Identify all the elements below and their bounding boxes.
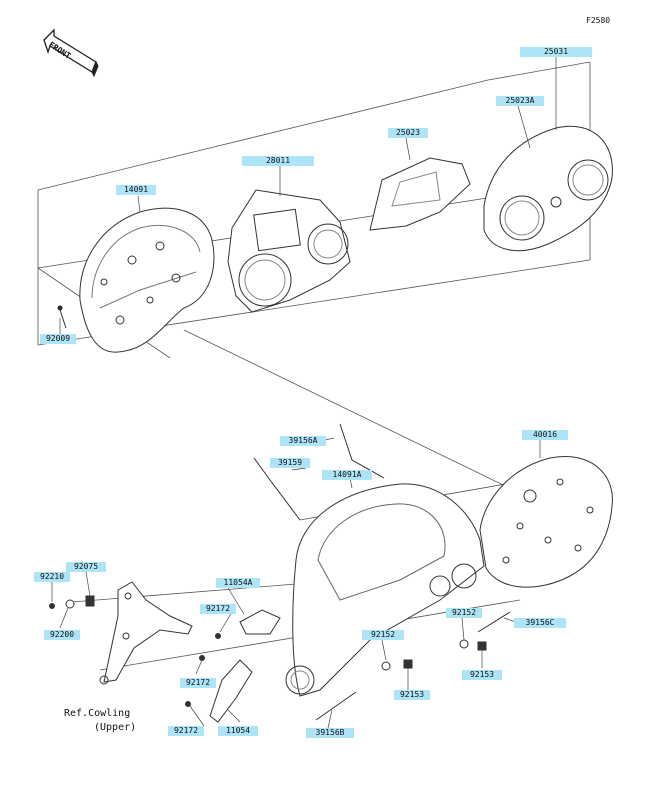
part-label-92009: 92009 [40, 334, 76, 344]
case-25023A [483, 125, 613, 252]
part-label-92153-left: 92153 [394, 690, 430, 700]
part-label-92152-right: 92152 [446, 608, 482, 618]
lens-25023 [369, 157, 471, 231]
bracket-left [99, 581, 193, 685]
part-label-39156B: 39156B [306, 728, 354, 738]
part-label-92172-bottom: 92172 [168, 726, 204, 736]
wire-39156A [339, 423, 385, 479]
figure-id: F2580 [586, 16, 611, 25]
bracket-11054 [209, 659, 253, 723]
part-label-92153-right: 92153 [462, 670, 502, 680]
part-label-25023A: 25023A [496, 96, 544, 106]
wire-39156B [315, 691, 357, 721]
part-label-39156A: 39156A [280, 436, 326, 446]
ref-cowling-label: Ref.Cowling [64, 708, 131, 719]
ref-cowling-sublabel: (Upper) [94, 722, 137, 733]
part-label-92210: 92210 [34, 572, 70, 582]
part-label-92200: 92200 [44, 630, 80, 640]
cover-14091A [285, 483, 485, 697]
part-label-40016: 40016 [522, 430, 568, 440]
meter-assy-28011 [227, 189, 351, 313]
part-label-11054: 11054 [218, 726, 258, 736]
part-label-14091: 14091 [116, 185, 156, 195]
part-label-92172-mid: 92172 [180, 678, 216, 688]
panel-40016 [479, 456, 613, 588]
part-label-28011: 28011 [242, 156, 314, 166]
front-arrow [43, 28, 99, 78]
wire-39159 [253, 457, 301, 521]
part-label-25023: 25023 [388, 128, 428, 138]
part-label-92075: 92075 [66, 562, 106, 572]
meter-case-14091 [79, 207, 215, 353]
wire-39156C [477, 611, 511, 633]
leader-line [183, 329, 531, 499]
part-label-39156C: 39156C [514, 618, 566, 628]
part-label-25031: 25031 [520, 47, 592, 57]
part-label-92152-left: 92152 [362, 630, 404, 640]
part-label-92172-top: 92172 [200, 604, 236, 614]
leader-lines [51, 56, 557, 729]
part-label-11054A: 11054A [216, 578, 260, 588]
bracket-11054A [239, 609, 281, 635]
part-label-14091A: 14091A [322, 470, 372, 480]
part-label-39159: 39159 [270, 458, 310, 468]
